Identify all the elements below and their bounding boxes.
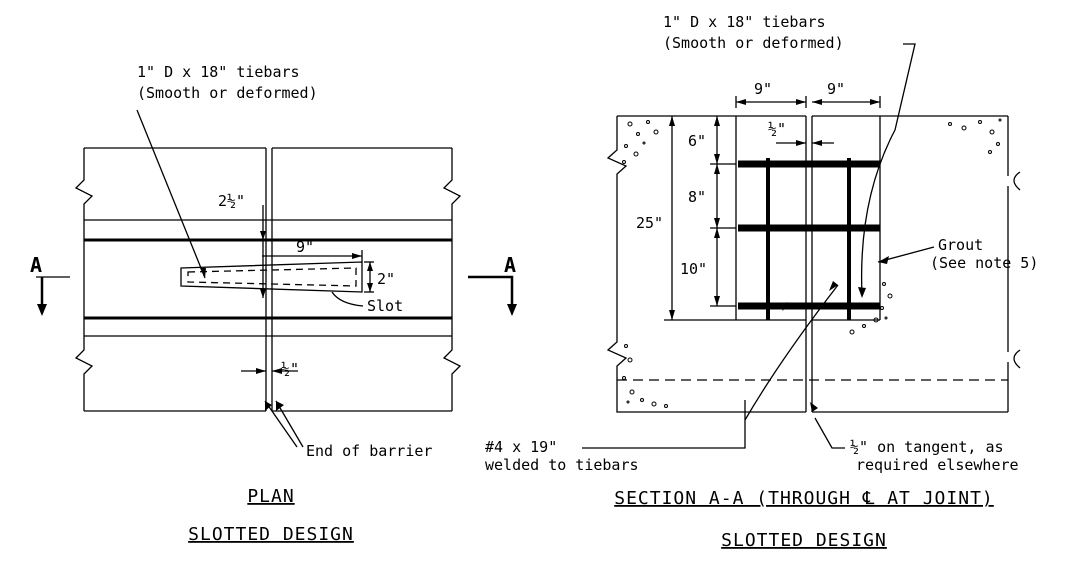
section-subtitle: SLOTTED DESIGN — [721, 530, 887, 551]
plan-break-line-left — [74, 148, 94, 411]
plan-view — [36, 109, 514, 448]
plan-break-line-right — [442, 148, 462, 411]
plan-end-leader-right — [275, 400, 304, 448]
section-tangent-label-line1: ½" on tangent, as — [850, 438, 1004, 456]
section-dim-9-left-label: 9" — [754, 80, 772, 98]
section-dim-25-label: 25" — [636, 214, 663, 232]
plan-dim-half-label: ½" — [281, 360, 299, 378]
plan-end-leader-left — [264, 400, 298, 448]
section-dim-6-label: 6" — [688, 132, 706, 150]
section-dim-9-right-label: 9" — [827, 80, 845, 98]
section-arrowheads — [669, 99, 889, 412]
section-break-left — [606, 116, 806, 413]
plan-dim-9-label: 9" — [296, 238, 314, 256]
section-dim-8-label: 8" — [688, 188, 706, 206]
section-tangent-leader — [814, 417, 845, 449]
section-bar-label-line2: welded to tiebars — [485, 456, 639, 474]
plan-subtitle: SLOTTED DESIGN — [188, 524, 354, 545]
plan-end-of-barrier-label: End of barrier — [306, 442, 432, 460]
plan-section-mark-left: A — [30, 253, 42, 277]
plan-tiebar-dashed — [187, 267, 357, 287]
plan-arrowheads — [37, 231, 517, 411]
section-title: SECTION A-A (THROUGH ℄ AT JOINT) — [614, 488, 994, 509]
plan-slot-outline — [180, 261, 363, 293]
plan-slot-leader — [331, 291, 364, 307]
section-tangent-label-line2: required elsewhere — [856, 456, 1019, 474]
section-tiebar-leader — [860, 43, 916, 296]
section-grout-label-line2: (See note 5) — [930, 254, 1038, 272]
section-right-break-bottom — [1013, 349, 1021, 369]
plan-title: PLAN — [247, 486, 294, 507]
section-view — [582, 43, 1021, 449]
section-dim-10-label: 10" — [680, 260, 707, 278]
section-right-break-top — [1013, 171, 1021, 191]
plan-tiebar-leader — [136, 109, 206, 279]
plan-dim-2half-label: 2½" — [218, 192, 245, 210]
plan-tiebar-callout-line2: (Smooth or deformed) — [137, 84, 318, 102]
section-tiebar-callout-line1: 1" D x 18" tiebars — [663, 13, 826, 31]
plan-dim-2-label: 2" — [377, 270, 395, 288]
section-bar-leader — [582, 400, 746, 449]
plan-slot-label: Slot — [367, 297, 403, 315]
section-tiebars — [738, 160, 880, 310]
section-tiebar-callout-line2: (Smooth or deformed) — [663, 34, 844, 52]
section-bar-leader-2 — [744, 284, 839, 421]
plan-tiebar-callout-line1: 1" D x 18" tiebars — [137, 63, 300, 81]
section-dim-half-label: ½" — [768, 120, 786, 138]
plan-section-cut-right — [468, 275, 514, 313]
section-grout-label-line1: Grout — [938, 236, 983, 254]
plan-section-mark-right: A — [504, 253, 516, 277]
section-aggregate-stipple — [622, 118, 1002, 408]
section-bar-label-line1: #4 x 19" — [485, 438, 557, 456]
